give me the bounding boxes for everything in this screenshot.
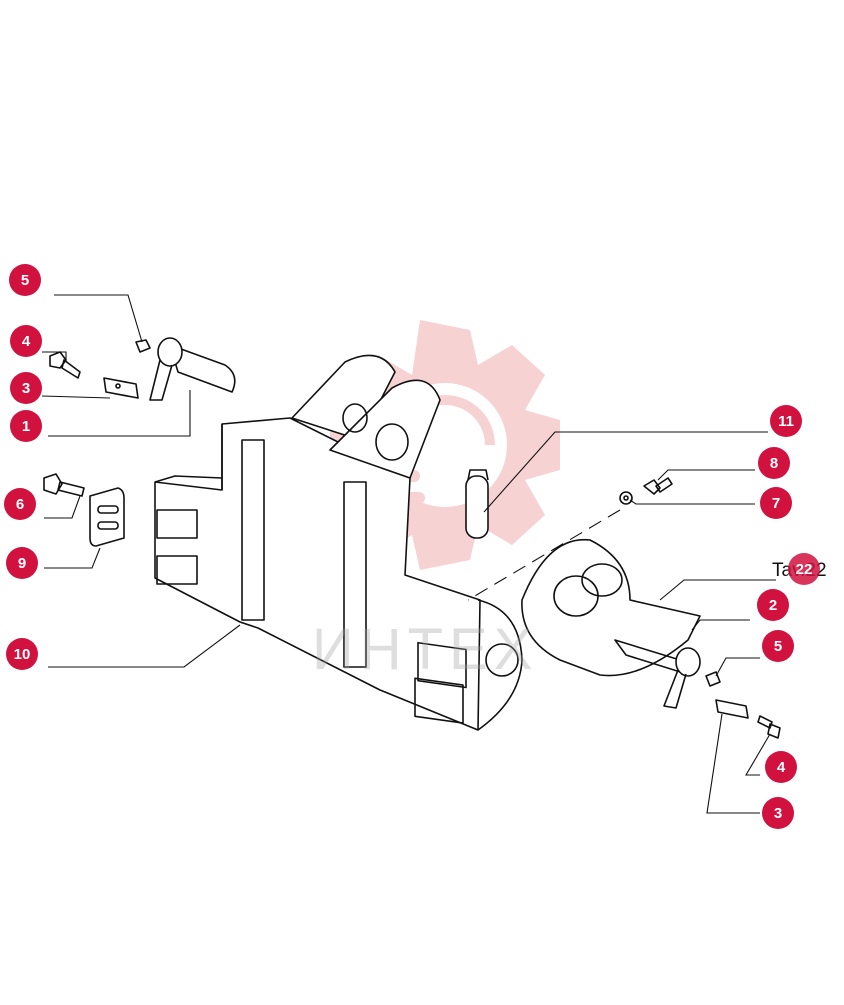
main-frame-part-10 [154,354,523,731]
bolt-part-4-left [49,351,81,379]
nut-part-5-left [135,339,151,353]
callout-5-right[interactable]: 5 [762,630,794,662]
pin-clip-part-11 [465,469,489,539]
callout-7[interactable]: 7 [760,487,792,519]
callout-3-right[interactable]: 3 [762,797,794,829]
callout-8[interactable]: 8 [758,447,790,479]
callout-11[interactable]: 11 [770,405,802,437]
callout-10[interactable]: 10 [6,638,38,670]
callout-6[interactable]: 6 [4,488,36,520]
callout-9[interactable]: 9 [6,547,38,579]
callout-5-left[interactable]: 5 [9,264,41,296]
washer-part-7 [619,491,633,505]
callout-22[interactable]: 22 [788,553,820,585]
callout-1[interactable]: 1 [10,410,42,442]
plate-part-3-right [715,699,749,719]
plate-part-3-left [103,377,139,399]
bolt-part-6 [43,473,85,497]
callout-2[interactable]: 2 [757,589,789,621]
bolt-part-4-right [757,715,781,739]
bolt-part-8 [643,477,673,495]
callout-4-right[interactable]: 4 [765,751,797,783]
bracket-part-2 [521,538,701,709]
callout-4-left[interactable]: 4 [10,325,42,357]
nut-part-5-right [705,671,721,687]
plate-part-9 [89,487,125,547]
leader-lines [41,294,776,814]
pin-part-1 [149,337,236,401]
callout-3-left[interactable]: 3 [10,372,42,404]
watermark-text: ИНТЕХ [312,617,539,682]
